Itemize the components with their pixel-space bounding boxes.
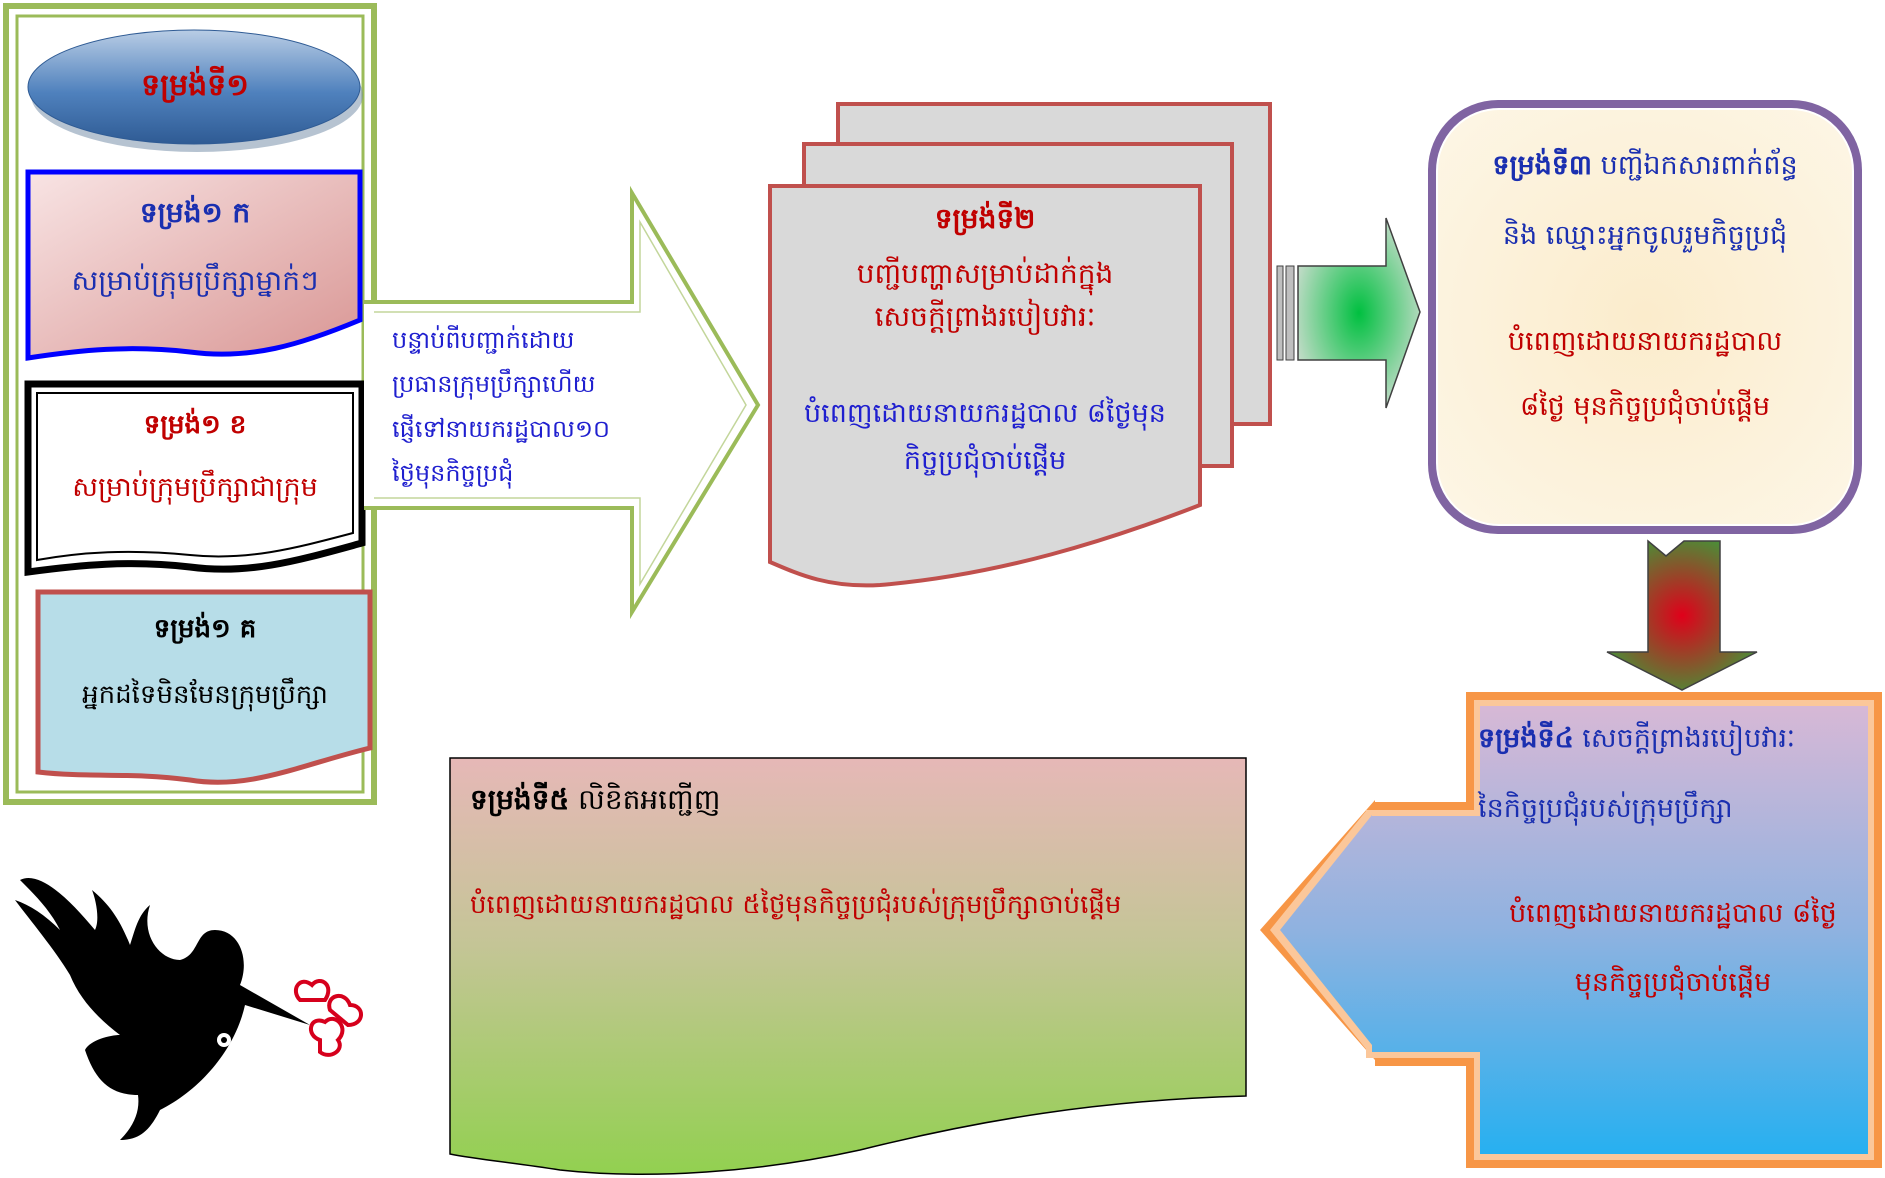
form4-fill-line: បំពេញដោយនាយករដ្ឋបាល ៨ថ្ងៃ — [1509, 898, 1837, 929]
form4-line2: នៃកិច្ចប្រជុំរបស់ក្រុមប្រឹក្សា — [1478, 793, 1733, 824]
form1b-title: ទម្រង់១ ខ — [143, 410, 247, 440]
arrow1-line: ថ្ងៃមុនកិច្ចប្រជុំ — [392, 459, 514, 488]
arrow1-text: បន្ទាប់ពីបញ្ជាក់ដោយ ប្រធានក្រុមប្រឹក្សាហ… — [392, 318, 652, 496]
form5-title-rest: លិខិតអញ្ជើញ — [569, 783, 721, 816]
form2-fill-note: បំពេញដោយនាយករដ្ឋបាល ៨ថ្ងៃមុន កិច្ចប្រជុំ… — [780, 390, 1190, 485]
form1a-text: សម្រាប់ក្រុមប្រឹក្សាម្នាក់ៗ — [71, 264, 319, 297]
form3-box — [1436, 108, 1854, 526]
form5-fill-note: បំពេញដោយនាយករដ្ឋបាល ៥ថ្ងៃមុនកិច្ចប្រជុំរ… — [470, 890, 1122, 920]
form3-fill-note: បំពេញដោយនាយករដ្ឋបាល ៨ថ្ងៃ មុនកិច្ចប្រជុំ… — [1450, 310, 1840, 440]
arrow1-line: ប្រធានក្រុមប្រឹក្សាហើយ — [392, 370, 596, 399]
form2-page-front — [768, 184, 1202, 588]
form5-title-line: ទម្រង់ទី៥ លិខិតអញ្ជើញ — [470, 782, 1210, 823]
form3-title: ទម្រង់ទី៣ — [1492, 150, 1592, 181]
form5-title: ទម្រង់ទី៥ — [470, 783, 570, 816]
arrow1-line: ផ្ញើទៅនាយករដ្ឋបាល១០ — [392, 414, 610, 443]
form2-title: ទម្រង់ទី២ — [934, 202, 1036, 235]
form4-title-rest: សេចក្ដីព្រាងរបៀបវារៈ — [1573, 723, 1796, 754]
form5-box — [449, 757, 1247, 1176]
form1c-title: ទម្រង់១ គ — [153, 614, 257, 644]
arrow1-line: បន្ទាប់ពីបញ្ជាក់ដោយ — [392, 326, 575, 354]
arrow2-stripe-1 — [1276, 265, 1284, 361]
form3-fill-line: បំពេញដោយនាយករដ្ឋបាល — [1507, 326, 1783, 357]
form4-title: ទម្រង់ទី៤ — [1478, 723, 1574, 754]
form3-title-rest: បញ្ជីឯកសារពាក់ព័ន្ធ — [1591, 150, 1798, 181]
form1b-text: សម្រាប់ក្រុមប្រឹក្សាជាក្រុម — [72, 472, 318, 503]
form2-description-line: សេចក្ដីព្រាងរបៀបវារៈ — [874, 300, 1096, 334]
form2-description-line: បញ្ជីបញ្ហាសម្រាប់ដាក់ក្នុង — [856, 257, 1114, 290]
flow-arrow-2 — [1297, 217, 1421, 409]
form3-title-line: ទម្រង់ទី៣ បញ្ជីឯកសារពាក់ព័ន្ធ — [1450, 148, 1840, 184]
form1-ellipse — [27, 29, 361, 145]
form4-fill-note: បំពេញដោយនាយករដ្ឋបាល ៨ថ្ងៃ មុនកិច្ចប្រជុំ… — [1478, 880, 1868, 1018]
form1-title: ទម្រង់ទី១ — [141, 68, 249, 103]
form2-fill-line: បំពេញដោយនាយករដ្ឋបាល ៨ថ្ងៃមុន — [804, 398, 1166, 429]
flow-arrow-1-inner — [374, 219, 747, 587]
form4-title-line: ទម្រង់ទី៤ សេចក្ដីព្រាងរបៀបវារៈ — [1478, 722, 1868, 761]
form2-description: បញ្ជីបញ្ហាសម្រាប់ដាក់ក្នុង សេចក្ដីព្រាងរ… — [780, 252, 1190, 339]
form3-line2: និង ឈ្មោះអ្នកចូលរួមកិច្ចប្រជុំ — [1502, 220, 1788, 251]
form1c-box — [35, 589, 373, 785]
form1c-text: អ្នកដទៃមិនមែនក្រុមប្រឹក្សា — [82, 680, 328, 710]
form1b-box-outer — [24, 380, 366, 577]
form4-fill-line: មុនកិច្ចប្រជុំចាប់ផ្ដើម — [1574, 966, 1772, 998]
flow-arrow-3 — [1606, 539, 1758, 691]
form1a-box — [25, 169, 363, 361]
form1a-title: ទម្រង់១ ក — [139, 196, 251, 229]
arrow2-stripe-2 — [1285, 265, 1295, 361]
form2-fill-line: កិច្ចប្រជុំចាប់ផ្ដើម — [903, 445, 1067, 477]
flow-arrow-1 — [364, 185, 761, 620]
form3-fill-line: ៨ថ្ងៃ មុនកិច្ចប្រជុំចាប់ផ្ដើម — [1520, 390, 1770, 422]
form1b-box-inner — [36, 392, 354, 562]
form4-box — [1280, 706, 1868, 1154]
bird-with-flower-icon — [15, 878, 363, 1140]
